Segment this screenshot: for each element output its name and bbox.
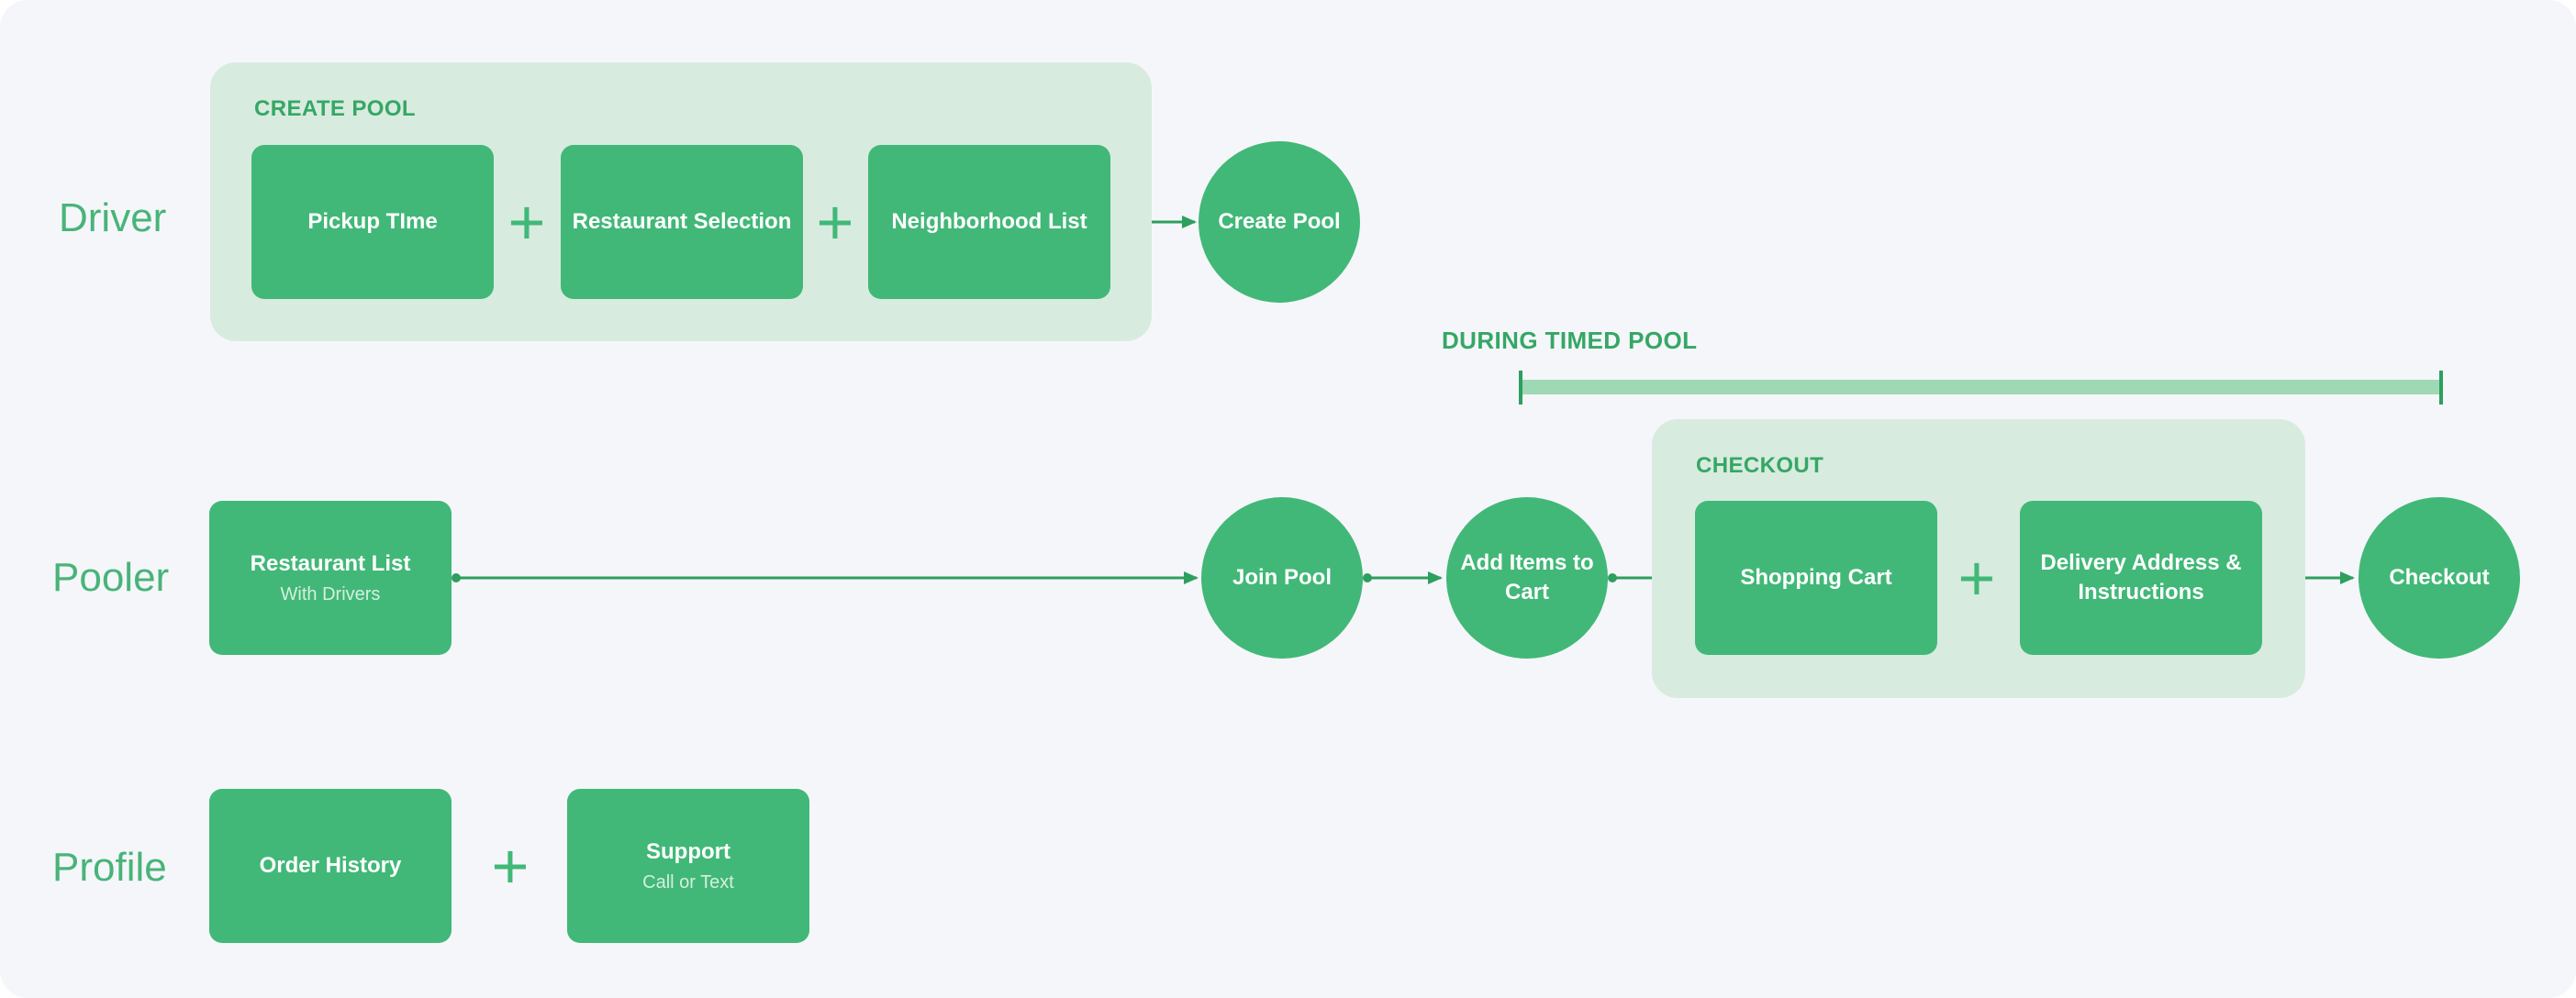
node-pickup-time[interactable]: Pickup TIme [251,145,494,299]
node-add-items-to-cart[interactable]: Add Items to Cart [1446,497,1608,659]
node-join-pool-label: Join Pool [1232,565,1332,590]
checkout-group[interactable]: CHECKOUT Shopping Cart + Delivery Addres… [1652,419,2305,698]
node-support-title: Support [646,839,730,864]
node-support-subtitle: Call or Text [642,872,734,893]
plus-icon: + [1957,542,1996,614]
checkout-group-label: CHECKOUT [1696,453,1824,478]
node-neighborhood-list-label: Neighborhood List [891,209,1087,234]
node-checkout[interactable]: Checkout [2359,497,2520,659]
create-pool-group[interactable]: CREATE POOL Pickup TIme + Restaurant Sel… [210,62,1152,341]
node-restaurant-selection-label: Restaurant Selection [572,209,792,234]
node-create-pool-label: Create Pool [1218,209,1341,234]
row-label-driver: Driver [59,195,167,240]
node-restaurant-selection[interactable]: Restaurant Selection [561,145,803,299]
connector-join-pool-to-add-items [1363,571,1443,584]
create-pool-group-label: CREATE POOL [254,96,416,121]
node-delivery-address-instructions-label: Delivery Address & Instructions [2040,550,2242,604]
connector-restaurant-list-to-join-pool [452,571,1199,584]
node-order-history[interactable]: Order History [209,789,452,943]
node-checkout-label: Checkout [2389,565,2490,590]
node-order-history-label: Order History [259,853,402,878]
plus-icon: + [507,186,546,258]
node-add-items-to-cart-label: Add Items to Cart [1460,550,1594,604]
node-shopping-cart[interactable]: Shopping Cart [1695,501,1937,655]
plus-icon: + [491,830,530,902]
node-join-pool[interactable]: Join Pool [1201,497,1363,659]
row-label-profile: Profile [52,845,167,890]
node-restaurant-list-subtitle: With Drivers [280,584,381,604]
node-support[interactable]: Support Call or Text [567,789,809,943]
node-pickup-time-label: Pickup TIme [307,209,438,234]
node-restaurant-list[interactable]: Restaurant List With Drivers [209,501,452,655]
node-restaurant-list-title: Restaurant List [250,551,411,576]
row-label-pooler: Pooler [52,555,170,600]
node-delivery-address-instructions[interactable]: Delivery Address & Instructions [2020,501,2262,655]
plus-icon: + [816,186,854,258]
during-timed-pool-label: DURING TIMED POOL [1442,327,1698,354]
node-create-pool[interactable]: Create Pool [1199,141,1360,303]
node-shopping-cart-label: Shopping Cart [1740,565,1892,590]
node-neighborhood-list[interactable]: Neighborhood List [868,145,1110,299]
timed-pool-duration-bar [1519,371,2443,405]
